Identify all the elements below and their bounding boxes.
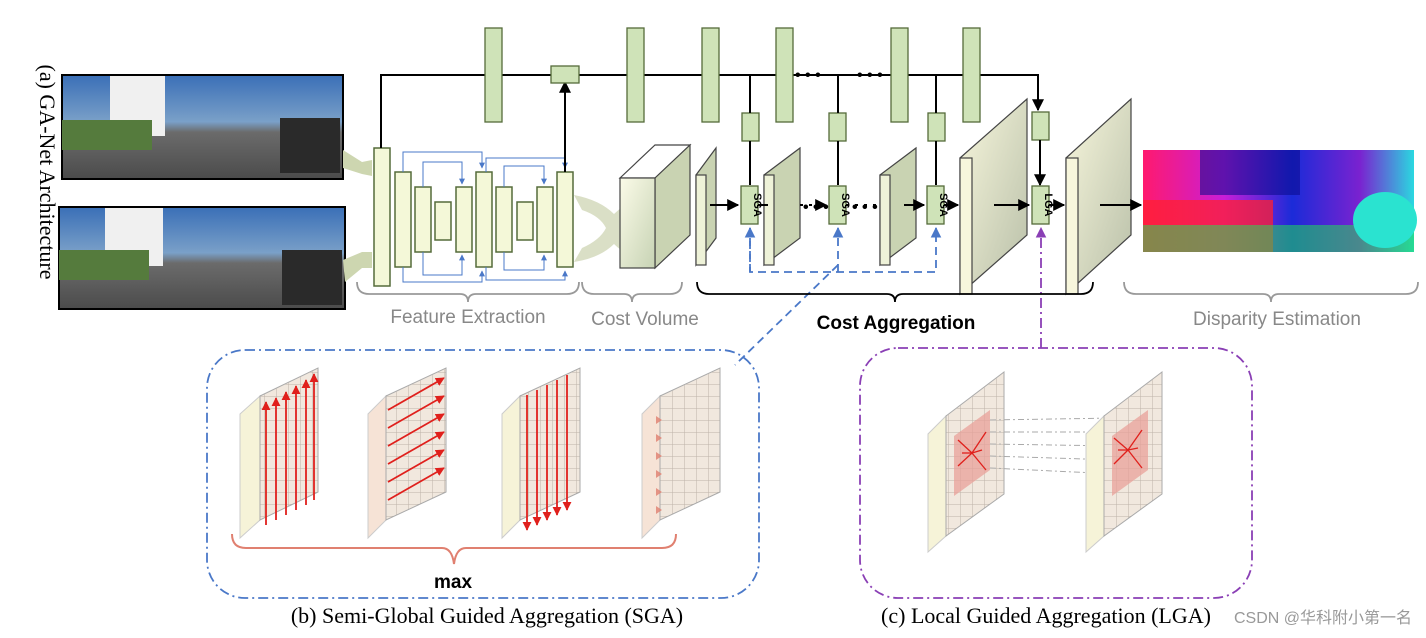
lga-caption: (c) Local Guided Aggregation (LGA) (881, 603, 1211, 628)
right-input-image (58, 206, 346, 310)
watermark: CSDN @华科附小第一名 (1234, 609, 1412, 627)
cost-aggregation-label: Cost Aggregation (817, 313, 976, 334)
side-title: (a) GA-Net Architecture (35, 64, 60, 279)
top-ellipsis-1: • • • (795, 67, 821, 84)
left-input-arrow (343, 150, 372, 176)
left-input-image (61, 74, 344, 180)
lga-panel-border (859, 347, 1253, 599)
cost-volume-cube (618, 143, 692, 270)
sga-weight-lines (734, 226, 942, 366)
feature-extraction-label: Feature Extraction (390, 307, 545, 328)
disparity-estimation-label: Disparity Estimation (1193, 309, 1361, 330)
svg-text:SGA: SGA (839, 193, 851, 217)
sga-direction-top-to-bottom (367, 367, 447, 540)
feature-extraction-network (373, 147, 574, 287)
right-input-arrow (343, 252, 372, 282)
sga-block-2: SGA (828, 185, 851, 225)
svg-text:SGA: SGA (751, 193, 763, 217)
braces (356, 281, 1419, 303)
lga-target-volume (1085, 370, 1163, 554)
svg-text:SGA: SGA (937, 193, 949, 217)
sga-panel-border (206, 349, 760, 599)
sga-direction-right-to-left (501, 367, 581, 540)
max-label: max (434, 572, 472, 593)
guidance-stream (380, 27, 1049, 185)
svg-text:LGA: LGA (1042, 193, 1054, 216)
sga-block-3: SGA (926, 185, 949, 225)
disparity-map (1143, 150, 1417, 252)
top-ellipsis-2: • • • (857, 67, 883, 84)
lga-source-volume (927, 370, 1005, 554)
aggregation-volumes (695, 97, 1132, 296)
cost-volume-label: Cost Volume (591, 309, 699, 330)
sga-direction-left-to-right (239, 367, 319, 540)
mid-ellipsis-2: • • • (852, 199, 878, 216)
sga-caption: (b) Semi-Global Guided Aggregation (SGA) (291, 603, 683, 628)
max-brace (231, 533, 677, 565)
sga-direction-bottom-to-top (641, 367, 721, 540)
mid-ellipsis-1: • • • (803, 199, 829, 216)
